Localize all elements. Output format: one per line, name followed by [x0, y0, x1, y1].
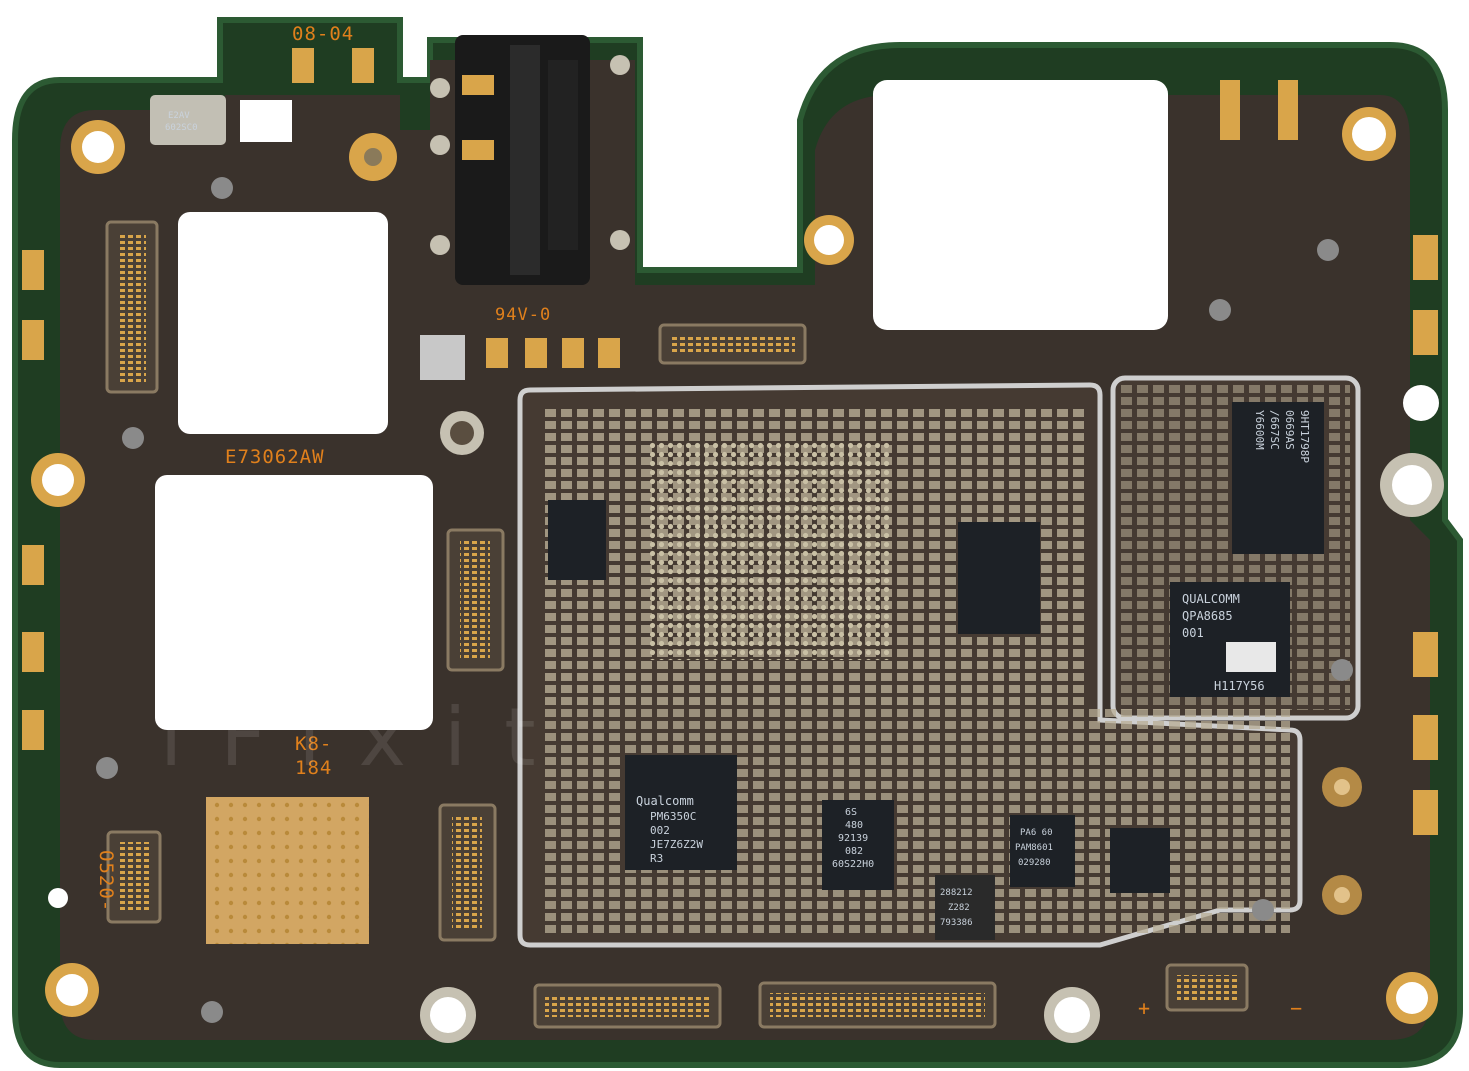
- cutout-top-left: [178, 212, 388, 434]
- chip-small-d: [1110, 828, 1170, 893]
- silk-minus: −: [1290, 996, 1303, 1020]
- crystal-line1: E2AV: [168, 111, 190, 121]
- ica-line4: 082: [845, 846, 863, 857]
- pmic-line3: 002: [650, 824, 670, 837]
- chip-qr: [1226, 642, 1276, 672]
- ica-line5: 60S22H0: [832, 859, 874, 870]
- silk-plus: +: [1138, 996, 1151, 1020]
- pmic-line4: JE7Z6Z2W: [650, 838, 703, 851]
- rf-line4: H117Y56: [1214, 679, 1265, 693]
- silk-side-code: O520-: [95, 850, 117, 912]
- icc-line3: 029280: [1018, 858, 1051, 868]
- chip-upper-left: [548, 500, 606, 580]
- chips: [150, 95, 1324, 944]
- crystal-line2: 602SC0: [165, 123, 198, 133]
- pmic-line1: Qualcomm: [636, 794, 694, 808]
- cutout-top-right: [873, 80, 1168, 330]
- icc-line2: PAM8601: [1015, 843, 1053, 853]
- trx-line3: 0669AS: [1283, 410, 1296, 450]
- cutout-small: [240, 100, 292, 142]
- ica-line3: 92139: [838, 833, 868, 844]
- chip-small-b: [935, 875, 995, 940]
- ica-line2: 480: [845, 820, 863, 831]
- headphone-jack: [430, 35, 630, 285]
- bga-field: [650, 440, 890, 660]
- chip-transceiver: [1232, 402, 1324, 554]
- chip-rf: [1170, 582, 1290, 697]
- trx-line2: /667SC: [1268, 410, 1281, 450]
- chip-small-c: [1010, 815, 1075, 887]
- icc-line1: PA6 60: [1020, 828, 1053, 838]
- watermark: iFixit: [160, 691, 574, 784]
- silk-date-code: 08-04: [292, 23, 354, 45]
- chip-small-a: [822, 800, 894, 890]
- ica-line1: 6S: [845, 807, 857, 818]
- silk-flammability: 94V-0: [495, 305, 551, 325]
- coax-connectors: [96, 177, 1362, 1023]
- rf-line1: QUALCOMM: [1182, 592, 1240, 606]
- rf-line3: 001: [1182, 626, 1204, 640]
- trx-line1: Y6600M: [1253, 410, 1266, 450]
- icb-line1: 288212: [940, 888, 973, 898]
- cutout-left: [155, 475, 433, 730]
- data-matrix: [420, 335, 465, 380]
- pmic-line2: PM6350C: [650, 810, 696, 823]
- pmic-line5: R3: [650, 852, 663, 865]
- chip-pmic: [625, 755, 737, 870]
- silk-board-id: E73062AW: [225, 446, 325, 468]
- icb-line3: 793386: [940, 918, 973, 928]
- edge-pads: [22, 48, 1438, 835]
- connectors: [105, 220, 1249, 1029]
- icb-line2: Z282: [948, 903, 970, 913]
- trx-line4: 9HT1798P: [1298, 410, 1311, 463]
- rf-line2: QPA8685: [1182, 609, 1233, 623]
- crystal: [150, 95, 226, 145]
- silk-rev-line2: 184: [295, 757, 332, 779]
- chip-upper-right: [958, 522, 1040, 634]
- silk-rev-line1: K8-: [295, 733, 332, 755]
- mounting-holes: [31, 107, 1444, 1043]
